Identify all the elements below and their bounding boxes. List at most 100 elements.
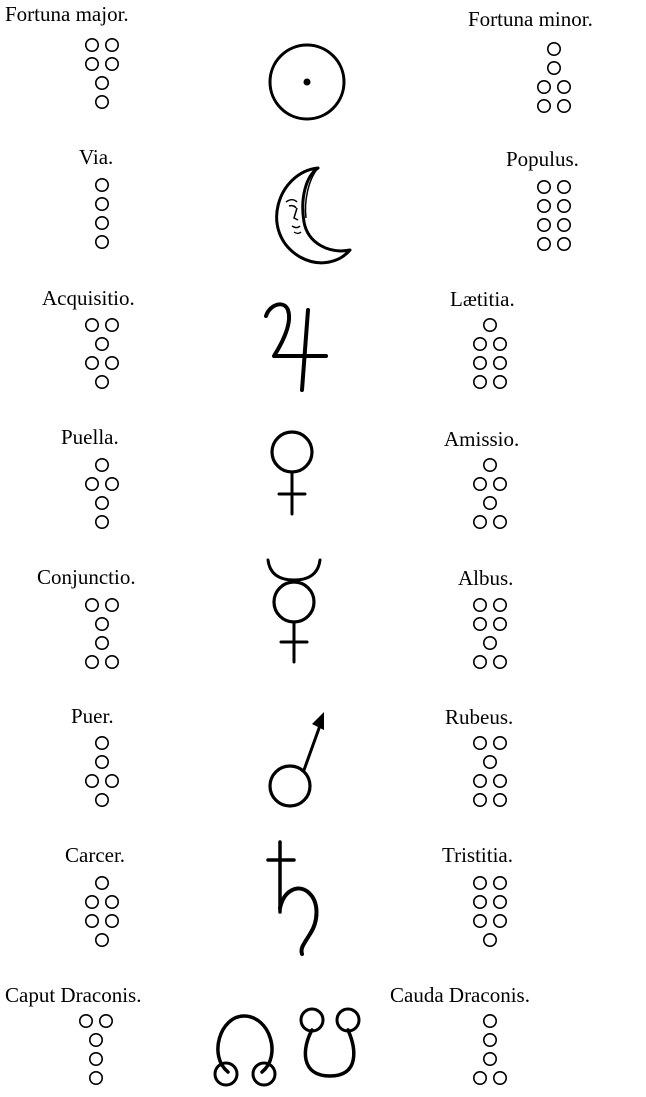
figure-dot xyxy=(538,219,550,231)
figure-dot xyxy=(494,794,506,806)
figure-dot xyxy=(494,1072,506,1084)
figure-dot xyxy=(96,756,108,768)
figure-dot xyxy=(474,516,486,528)
figure-dot xyxy=(86,915,98,927)
figure-dot xyxy=(86,39,98,51)
figure-dot xyxy=(106,319,118,331)
figure-fortuna-major xyxy=(70,36,134,120)
label-rubeus: Rubeus. xyxy=(445,707,513,728)
figure-dot xyxy=(558,81,570,93)
figure-dot xyxy=(558,100,570,112)
figure-dot xyxy=(484,497,496,509)
figure-dot xyxy=(474,1072,486,1084)
figure-dot xyxy=(96,217,108,229)
mercury-symbol-icon xyxy=(262,556,326,668)
label-laetitia: Lætitia. xyxy=(450,289,515,310)
figure-dot xyxy=(558,219,570,231)
figure-laetitia xyxy=(458,316,522,400)
figure-dot xyxy=(494,656,506,668)
figure-dot xyxy=(96,376,108,388)
figure-dot xyxy=(106,775,118,787)
mars-symbol-icon xyxy=(262,710,330,814)
figure-dot xyxy=(106,39,118,51)
figure-dot xyxy=(86,478,98,490)
figure-dot xyxy=(474,357,486,369)
figure-dot xyxy=(90,1034,102,1046)
figure-via xyxy=(70,176,134,260)
figure-dot xyxy=(474,618,486,630)
figure-dot xyxy=(86,896,98,908)
figure-dot xyxy=(484,1034,496,1046)
figure-dot xyxy=(494,338,506,350)
label-fortuna-major: Fortuna major. xyxy=(5,4,129,25)
figure-dot xyxy=(494,357,506,369)
figure-dot xyxy=(484,1053,496,1065)
figure-dot xyxy=(96,179,108,191)
figure-dot xyxy=(484,934,496,946)
label-puella: Puella. xyxy=(61,427,119,448)
label-populus: Populus. xyxy=(506,149,579,170)
figure-dot xyxy=(96,737,108,749)
figure-dot xyxy=(96,794,108,806)
figure-dot xyxy=(474,656,486,668)
figure-dot xyxy=(484,1015,496,1027)
figure-dot xyxy=(538,200,550,212)
figure-dot xyxy=(494,478,506,490)
figure-dot xyxy=(494,599,506,611)
figure-dot xyxy=(86,656,98,668)
figure-dot xyxy=(474,737,486,749)
figure-dot xyxy=(96,338,108,350)
figure-dot xyxy=(86,319,98,331)
figure-dot xyxy=(106,915,118,927)
venus-symbol-icon xyxy=(262,428,322,520)
figure-dot xyxy=(96,934,108,946)
figure-dot xyxy=(96,497,108,509)
figure-dot xyxy=(538,238,550,250)
figure-conjunctio xyxy=(70,596,134,680)
sun-symbol-icon xyxy=(262,38,352,128)
figure-dot xyxy=(558,238,570,250)
figure-dot xyxy=(474,794,486,806)
figure-dot xyxy=(106,896,118,908)
figure-dot xyxy=(538,100,550,112)
figure-dot xyxy=(494,896,506,908)
figure-dot xyxy=(86,357,98,369)
figure-dot xyxy=(86,775,98,787)
figure-dot xyxy=(484,756,496,768)
figure-dot xyxy=(106,656,118,668)
figure-dot xyxy=(538,81,550,93)
figure-dot xyxy=(474,915,486,927)
figure-dot xyxy=(474,599,486,611)
figure-dot xyxy=(474,775,486,787)
label-caput-draconis: Caput Draconis. xyxy=(5,985,141,1006)
jupiter-symbol-icon xyxy=(262,296,342,396)
label-acquisitio: Acquisitio. xyxy=(42,288,135,309)
figure-dot xyxy=(96,516,108,528)
figure-dot xyxy=(86,599,98,611)
figure-dot xyxy=(548,62,560,74)
figure-dot xyxy=(86,58,98,70)
figure-dot xyxy=(106,58,118,70)
figure-dot xyxy=(106,478,118,490)
label-via: Via. xyxy=(79,147,113,168)
figure-carcer xyxy=(70,874,134,958)
figure-dot xyxy=(106,357,118,369)
figure-dot xyxy=(474,877,486,889)
label-puer: Puer. xyxy=(71,706,114,727)
label-cauda-draconis: Cauda Draconis. xyxy=(390,985,530,1006)
figure-dot xyxy=(90,1053,102,1065)
figure-dot xyxy=(494,877,506,889)
figure-fortuna-minor xyxy=(522,40,586,124)
moon-face-symbol-icon xyxy=(264,162,360,268)
figure-dot xyxy=(474,338,486,350)
figure-dot xyxy=(96,198,108,210)
figure-dot xyxy=(494,915,506,927)
figure-dot xyxy=(494,737,506,749)
figure-dot xyxy=(474,478,486,490)
figure-dot xyxy=(96,618,108,630)
figure-dot xyxy=(484,459,496,471)
figure-dot xyxy=(484,637,496,649)
label-conjunctio: Conjunctio. xyxy=(37,567,136,588)
label-fortuna-minor: Fortuna minor. xyxy=(468,9,593,30)
figure-tristitia xyxy=(458,874,522,958)
